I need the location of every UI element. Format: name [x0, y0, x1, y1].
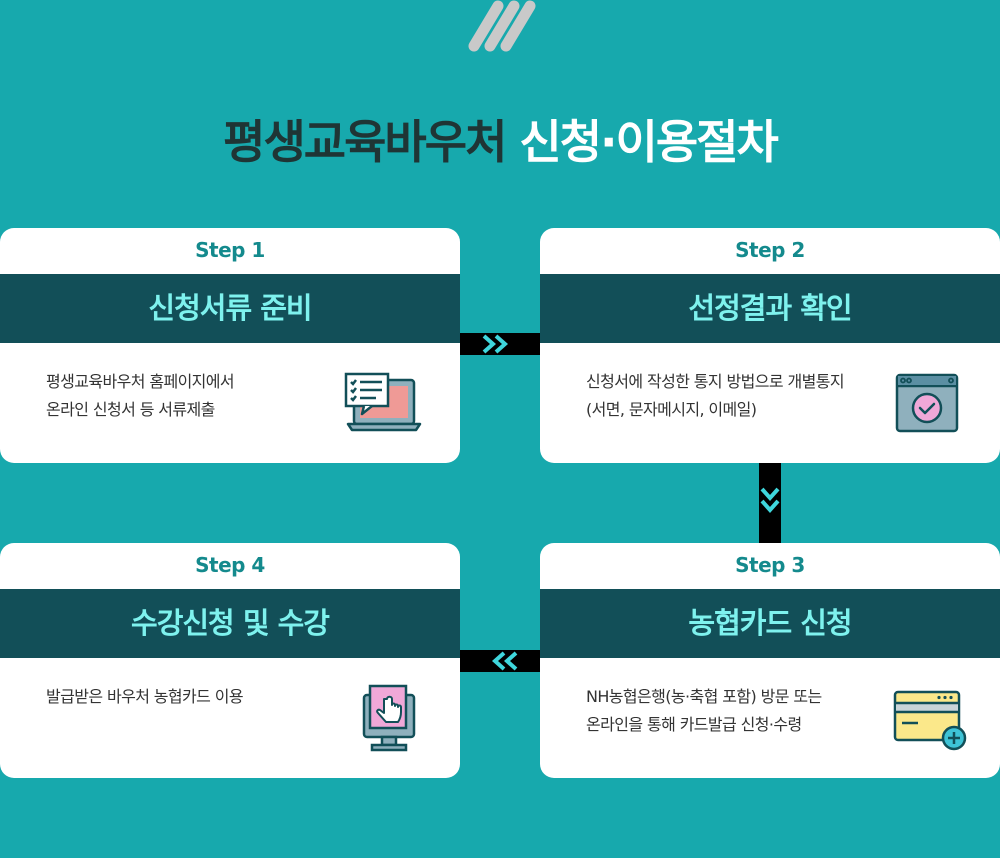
- step-description: 평생교육바우처 홈페이지에서 온라인 신청서 등 서류제출: [46, 368, 346, 424]
- description-line: 신청서에 작성한 통지 방법으로 개별통지: [586, 372, 845, 391]
- emphasis-marks: [0, 100, 1000, 112]
- laptop-document-icon: [344, 372, 422, 432]
- browser-checkmark-icon: [895, 373, 959, 433]
- connector-step3-step4: [460, 650, 540, 672]
- step-label: Step 4: [195, 553, 265, 577]
- step-description: 신청서에 작성한 통지 방법으로 개별통지 (서면, 문자메시지, 이메일): [586, 368, 886, 424]
- step-title: 선정결과 확인: [688, 291, 852, 325]
- title-part-2: 신청·이용절차: [519, 115, 778, 169]
- double-chevron-left-icon: [491, 651, 518, 671]
- step-3-card: Step 3 농협카드 신청 NH농협은행(농·축협 포함) 방문 또는 온라인…: [540, 543, 1000, 778]
- step-2-card: Step 2 선정결과 확인 신청서에 작성한 통지 방법으로 개별통지 (서면…: [540, 228, 1000, 463]
- description-line: 온라인을 통해 카드발급 신청·수령: [586, 715, 802, 734]
- description-line: (서면, 문자메시지, 이메일): [586, 400, 757, 419]
- step-label: Step 2: [735, 238, 805, 262]
- step-1-card: Step 1 신청서류 준비 평생교육바우처 홈페이지에서 온라인 신청서 등 …: [0, 228, 460, 463]
- step-description: NH농협은행(농·축협 포함) 방문 또는 온라인을 통해 카드발급 신청·수령: [586, 683, 886, 739]
- step-4-card: Step 4 수강신청 및 수강 발급받은 바우처 농협카드 이용: [0, 543, 460, 778]
- double-chevron-right-icon: [482, 334, 509, 354]
- description-line: 평생교육바우처 홈페이지에서: [46, 372, 235, 391]
- description-line: 온라인 신청서 등 서류제출: [46, 400, 215, 419]
- page-title: 평생교육바우처 신청·이용절차: [0, 112, 1000, 172]
- step-label: Step 3: [735, 553, 805, 577]
- step-title-band: 선정결과 확인: [540, 274, 1000, 343]
- step-label: Step 1: [195, 238, 265, 262]
- card-add-icon: [893, 690, 967, 751]
- step-title-band: 신청서류 준비: [0, 274, 460, 343]
- connector-step1-step2: [460, 333, 540, 355]
- description-line: 발급받은 바우처 농협카드 이용: [46, 687, 244, 706]
- step-title: 신청서류 준비: [148, 291, 312, 325]
- double-chevron-down-icon: [760, 487, 780, 514]
- step-title: 수강신청 및 수강: [131, 606, 330, 640]
- step-description: 발급받은 바우처 농협카드 이용: [46, 683, 346, 711]
- step-title: 농협카드 신청: [688, 606, 852, 640]
- title-part-1: 평생교육바우처: [223, 115, 507, 169]
- step-title-band: 농협카드 신청: [540, 589, 1000, 658]
- slash-decoration-icon: [468, 0, 536, 52]
- monitor-click-icon: [362, 684, 416, 752]
- step-title-band: 수강신청 및 수강: [0, 589, 460, 658]
- connector-step2-step3: [759, 463, 781, 543]
- description-line: NH농협은행(농·축협 포함) 방문 또는: [586, 687, 822, 706]
